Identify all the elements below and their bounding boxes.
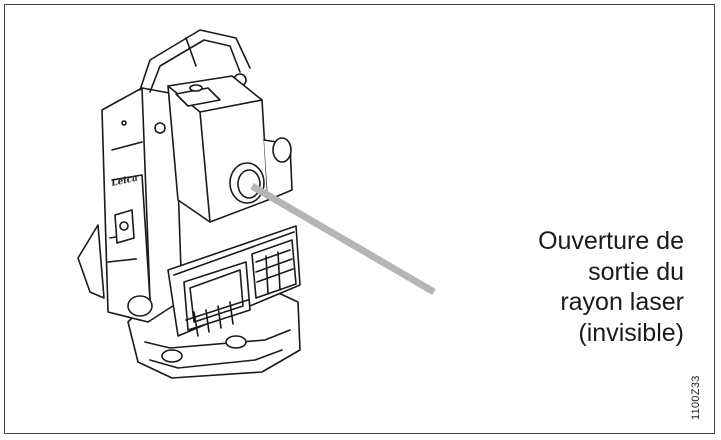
callout-line-2: sortie du [588,257,684,286]
keyboard-panel [167,225,301,337]
laser-aperture-pointer [250,182,436,296]
callout-line-4: (invisible) [578,318,684,347]
callout-line-1: Ouverture de [538,227,684,255]
figure-id: 1100Z33 [690,375,702,420]
telescope-block [167,75,293,223]
instrument-base [127,289,301,379]
callout-line-3: rayon laser [560,288,684,316]
laser-aperture-label: Ouverture de sortie du rayon laser (invi… [484,226,684,348]
left-standard [77,87,183,323]
side-knobs [127,137,292,317]
